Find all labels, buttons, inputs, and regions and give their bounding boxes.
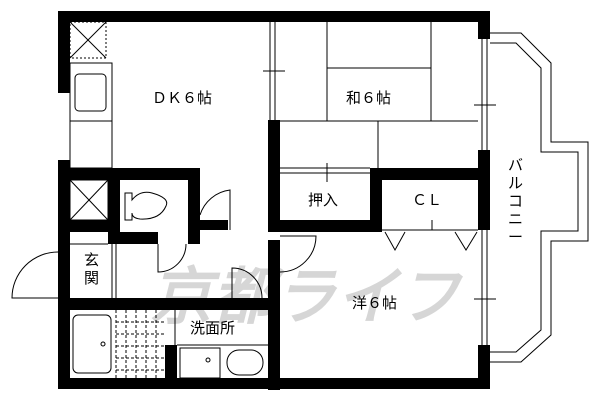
- room-label-balcony: バ ル コ ニ ー: [508, 156, 523, 246]
- svg-text:関: 関: [84, 269, 99, 287]
- fixtures: [11, 21, 589, 379]
- room-label-senmenjo: 洗面所: [190, 319, 235, 337]
- watermark: 京都ライフ: [150, 260, 464, 333]
- room-label-youshitsu: 洋６帖: [352, 294, 397, 312]
- room-label-genkan: 玄 関: [84, 251, 99, 287]
- room-label-closet: ＣＬ: [412, 191, 442, 209]
- svg-text:ル: ル: [508, 174, 523, 192]
- svg-text:バ: バ: [508, 156, 523, 174]
- walls: [58, 11, 490, 390]
- svg-text:ニ: ニ: [508, 210, 523, 228]
- svg-text:ー: ー: [508, 228, 523, 246]
- room-label-dk: ＤＫ６帖: [152, 89, 212, 107]
- svg-text:コ: コ: [508, 192, 523, 210]
- room-label-washitsu: 和６帖: [346, 89, 391, 107]
- room-label-oshiire: 押入: [308, 191, 338, 209]
- svg-text:玄: 玄: [84, 251, 99, 269]
